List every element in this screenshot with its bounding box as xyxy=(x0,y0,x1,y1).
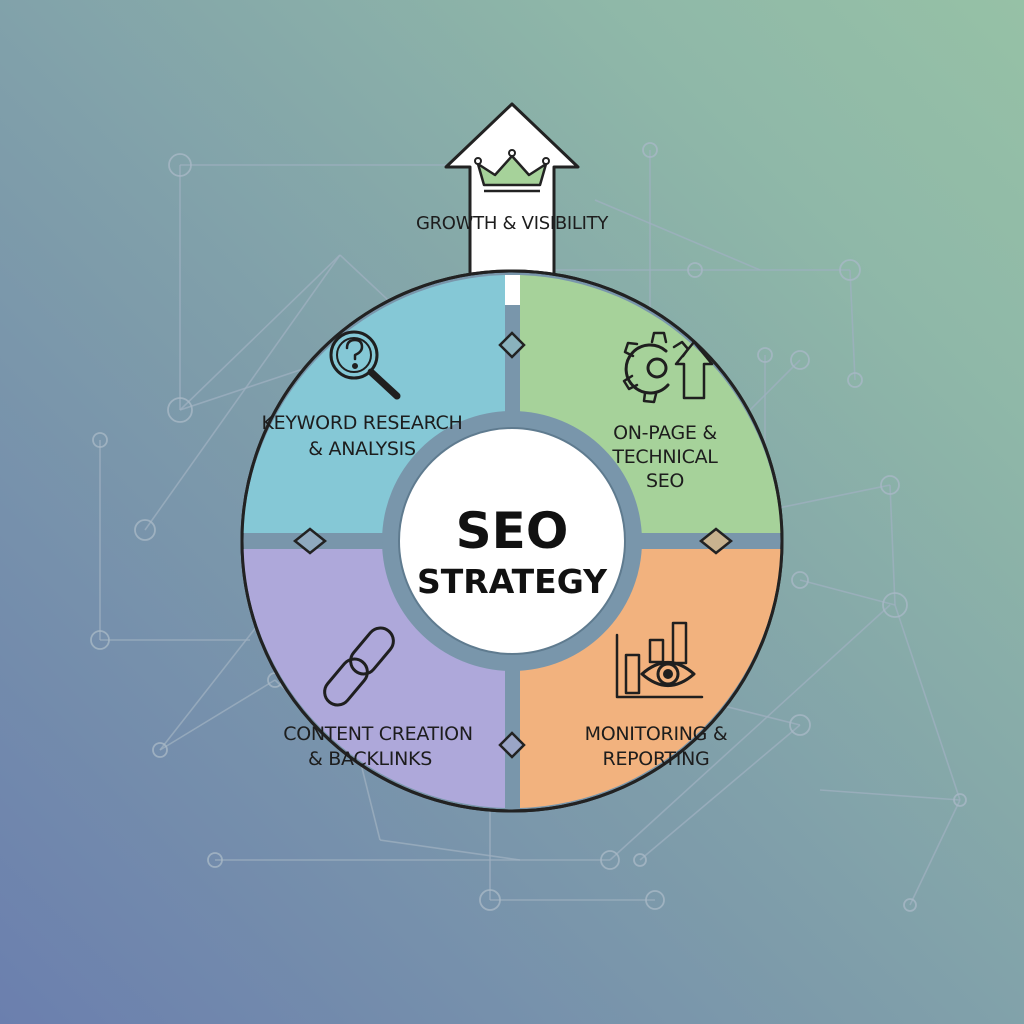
gear-arrow-icon xyxy=(622,331,714,404)
center-title-seo: SEO xyxy=(456,502,569,560)
onpage-label-line2: TECHNICAL xyxy=(611,446,718,468)
onpage-label-line1: ON-PAGE & xyxy=(613,422,717,444)
monitoring-label-line2: REPORTING xyxy=(603,748,710,770)
magnifier-question-icon xyxy=(329,330,401,400)
onpage-label-line3: SEO xyxy=(646,470,684,492)
growth-arrow: GROWTH & VISIBILITY xyxy=(416,102,610,302)
center-circle xyxy=(398,427,626,655)
strategy-wheel: SEO STRATEGY xyxy=(240,269,784,813)
content-label-line1: CONTENT CREATION xyxy=(283,723,472,745)
keyword-label-line1: KEYWORD RESEARCH xyxy=(262,412,463,434)
content-label-line2: & BACKLINKS xyxy=(308,748,432,770)
monitoring-label-line1: MONITORING & xyxy=(585,723,728,745)
center-title-strategy: STRATEGY xyxy=(417,562,608,601)
growth-label: GROWTH & VISIBILITY xyxy=(416,213,609,234)
chart-eye-icon xyxy=(615,621,704,699)
crown-icon xyxy=(474,149,550,193)
keyword-label-line2: & ANALYSIS xyxy=(308,438,415,460)
chain-link-icon xyxy=(323,626,395,707)
connector-diamonds xyxy=(292,331,734,759)
